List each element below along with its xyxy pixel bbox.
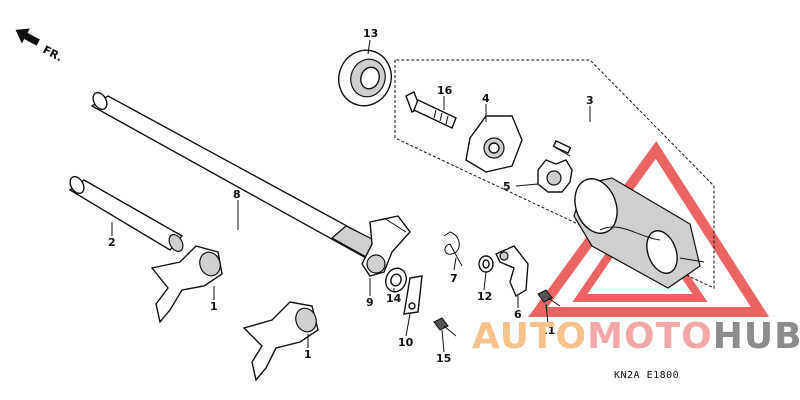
bolt-part-small: [537, 289, 561, 307]
shift-arm-part: [361, 215, 411, 277]
front-arrow-icon: [15, 28, 40, 46]
star-cam-part: [537, 159, 573, 193]
callout-8: 8: [233, 188, 241, 201]
callout-6: 6: [514, 308, 522, 321]
short-shaft-part: [68, 175, 184, 252]
callout-3: 3: [586, 94, 594, 107]
callout-11: 11: [540, 324, 555, 337]
collar-part: [478, 255, 494, 273]
bearing-part: [338, 49, 392, 107]
callout-5: 5: [503, 180, 511, 193]
watermark-logo: AUTOMOTOHUB: [472, 316, 800, 357]
stopper-arm-part: [495, 245, 529, 298]
callout-9: 9: [366, 296, 374, 309]
shift-fork-part-lower: [242, 301, 319, 382]
callout-2: 2: [108, 236, 116, 249]
return-spring-part: [443, 231, 463, 267]
shift-shaft-part: [90, 91, 384, 259]
callout-1-lower: 1: [304, 348, 312, 361]
shift-fork-part-upper: [150, 245, 223, 324]
orientation-label: FR.: [41, 43, 65, 64]
assembly-outline: [394, 59, 715, 289]
link-plate-part: [403, 275, 423, 315]
watermark-part-hub: HUB: [712, 316, 800, 357]
callout-14: 14: [386, 292, 402, 305]
stopper-plate-part: [465, 115, 572, 173]
callout-12: 12: [477, 290, 492, 303]
leader-lines: [111, 39, 591, 353]
shift-drum-part: [573, 177, 705, 289]
callout-4: 4: [482, 92, 490, 105]
callout-1-upper: 1: [210, 300, 218, 313]
callout-10: 10: [398, 336, 414, 349]
callout-13: 13: [363, 27, 378, 40]
watermark-part-moto: MOTO: [587, 316, 713, 357]
callout-7: 7: [450, 272, 458, 285]
watermark-part-auto: AUTO: [472, 316, 588, 357]
callout-16: 16: [437, 84, 453, 97]
callout-15: 15: [436, 352, 451, 365]
bolt-part-lower: [433, 317, 457, 337]
bolt-part: [405, 91, 457, 129]
washer-part: [385, 267, 407, 293]
diagram-code: KN2A E1800: [614, 370, 680, 381]
